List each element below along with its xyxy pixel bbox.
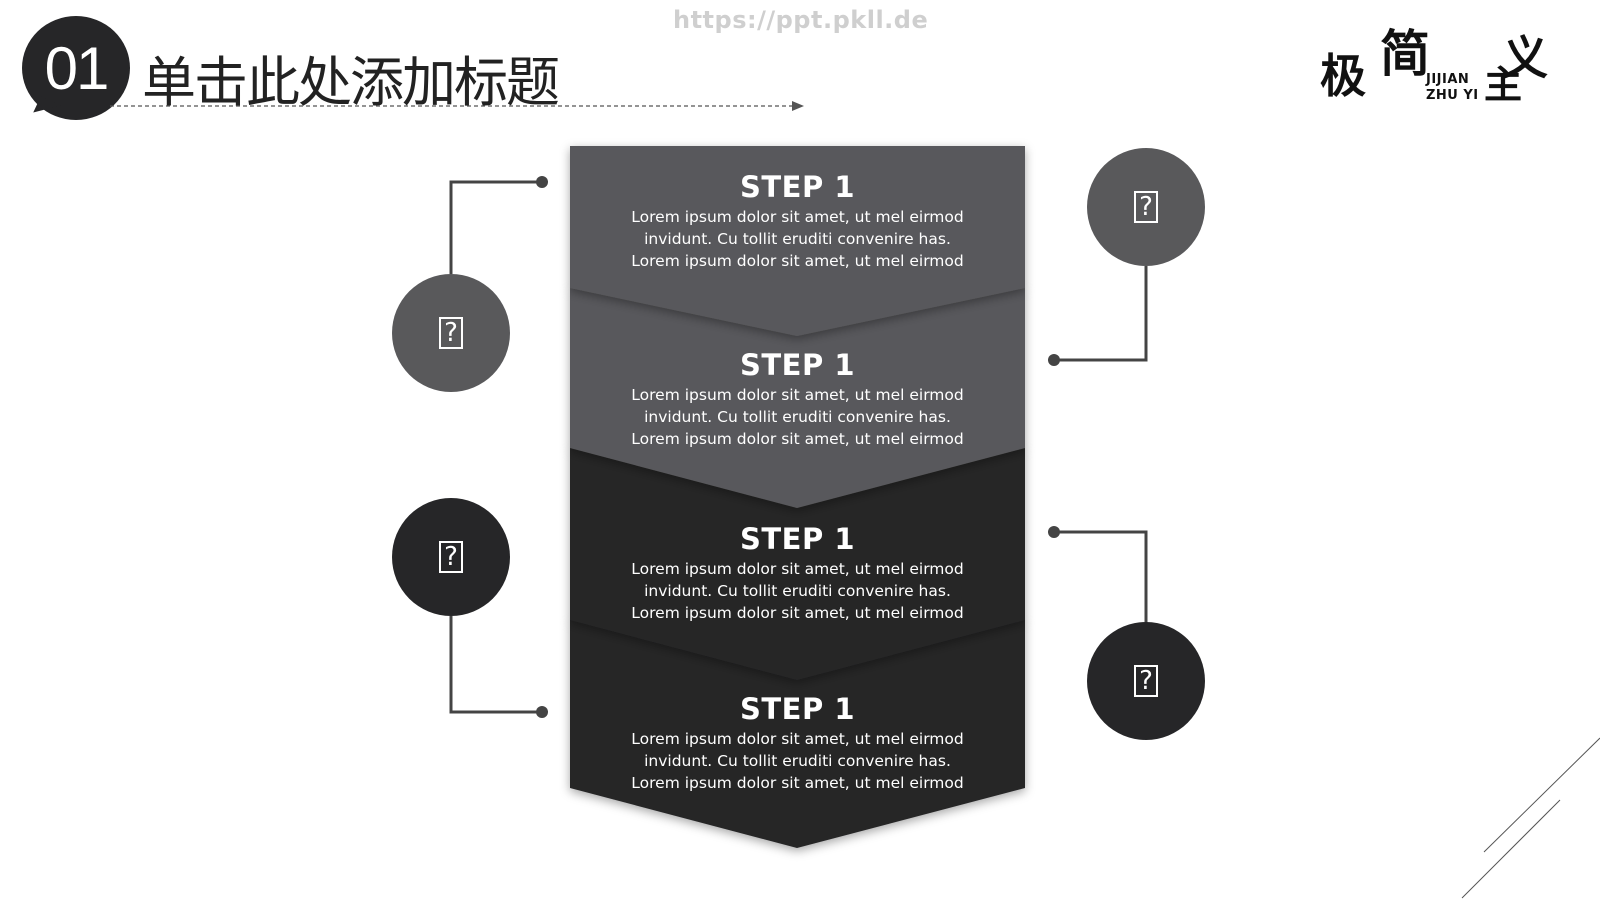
step-3-text: STEP 1 Lorem ipsum dolor sit amet, ut me… (570, 522, 1025, 624)
connector-dot (536, 706, 548, 718)
step-title: STEP 1 (739, 170, 855, 204)
step-line: Lorem ipsum dolor sit amet, ut mel eirmo… (631, 252, 964, 270)
placeholder-icon: ? (439, 541, 463, 573)
step-1-shape (570, 146, 1025, 336)
placeholder-icon: ? (1134, 191, 1158, 223)
title-underline-arrow (792, 101, 804, 111)
connector-dot (1048, 526, 1060, 538)
corner-slash-2 (1461, 799, 1561, 899)
step-body: Lorem ipsum dolor sit amet, ut mel eirmo… (570, 384, 1025, 450)
step-line: Lorem ipsum dolor sit amet, ut mel eirmo… (631, 774, 964, 792)
section-number: 01 (44, 34, 110, 102)
step-line: invidunt. Cu tollit eruditi convenire ha… (644, 230, 951, 248)
connector-left-top (449, 180, 542, 274)
step-body: Lorem ipsum dolor sit amet, ut mel eirmo… (570, 558, 1025, 624)
section-number-badge: 01 (22, 16, 130, 120)
connector-dot (536, 176, 548, 188)
step-title: STEP 1 (739, 522, 855, 556)
step-title: STEP 1 (739, 692, 855, 726)
watermark-url: https://ppt.pkll.de (673, 6, 929, 34)
connector-right-top (1054, 266, 1148, 362)
step-body: Lorem ipsum dolor sit amet, ut mel eirmo… (570, 728, 1025, 794)
logo-char-4: 义 (1502, 31, 1548, 85)
connector-dot (1048, 354, 1060, 366)
logo-char-2: 简 (1380, 25, 1430, 83)
step-line: Lorem ipsum dolor sit amet, ut mel eirmo… (631, 730, 964, 748)
step-line: invidunt. Cu tollit eruditi convenire ha… (644, 752, 951, 770)
step-2-text: STEP 1 Lorem ipsum dolor sit amet, ut me… (570, 348, 1025, 450)
corner-slash-1 (1483, 737, 1600, 853)
step-line: Lorem ipsum dolor sit amet, ut mel eirmo… (631, 430, 964, 448)
placeholder-icon: ? (439, 317, 463, 349)
step-1-text: STEP 1 Lorem ipsum dolor sit amet, ut me… (570, 170, 1025, 272)
step-body: Lorem ipsum dolor sit amet, ut mel eirmo… (570, 206, 1025, 272)
step-line: Lorem ipsum dolor sit amet, ut mel eirmo… (631, 386, 964, 404)
icon-circle-left-top[interactable]: ? (392, 274, 510, 392)
connector-left-bottom (449, 616, 542, 714)
step-line: invidunt. Cu tollit eruditi convenire ha… (644, 408, 951, 426)
icon-circle-right-top[interactable]: ? (1087, 148, 1205, 266)
logo-char-1: 极 (1320, 49, 1366, 103)
step-line: Lorem ipsum dolor sit amet, ut mel eirmo… (631, 560, 964, 578)
brand-logo: 极 简 JIJIAN ZHU YI 主 义 (1318, 18, 1548, 107)
placeholder-icon: ? (1134, 665, 1158, 697)
logo-pinyin-1: JIJIAN (1426, 72, 1470, 87)
step-4-shape (570, 620, 1025, 848)
step-title: STEP 1 (739, 348, 855, 382)
step-4-text: STEP 1 Lorem ipsum dolor sit amet, ut me… (570, 692, 1025, 794)
step-line: Lorem ipsum dolor sit amet, ut mel eirmo… (631, 604, 964, 622)
step-line: invidunt. Cu tollit eruditi convenire ha… (644, 582, 951, 600)
connector-right-bottom (1054, 530, 1148, 624)
step-2-shape (570, 288, 1025, 508)
page-title[interactable]: 单击此处添加标题 (142, 51, 560, 114)
step-line: Lorem ipsum dolor sit amet, ut mel eirmo… (631, 208, 964, 226)
step-3-shape (570, 448, 1025, 680)
logo-char-3: 主 (1484, 63, 1523, 107)
icon-circle-right-bottom[interactable]: ? (1087, 622, 1205, 740)
icon-circle-left-bottom[interactable]: ? (392, 498, 510, 616)
logo-pinyin-2: ZHU YI (1426, 88, 1479, 103)
